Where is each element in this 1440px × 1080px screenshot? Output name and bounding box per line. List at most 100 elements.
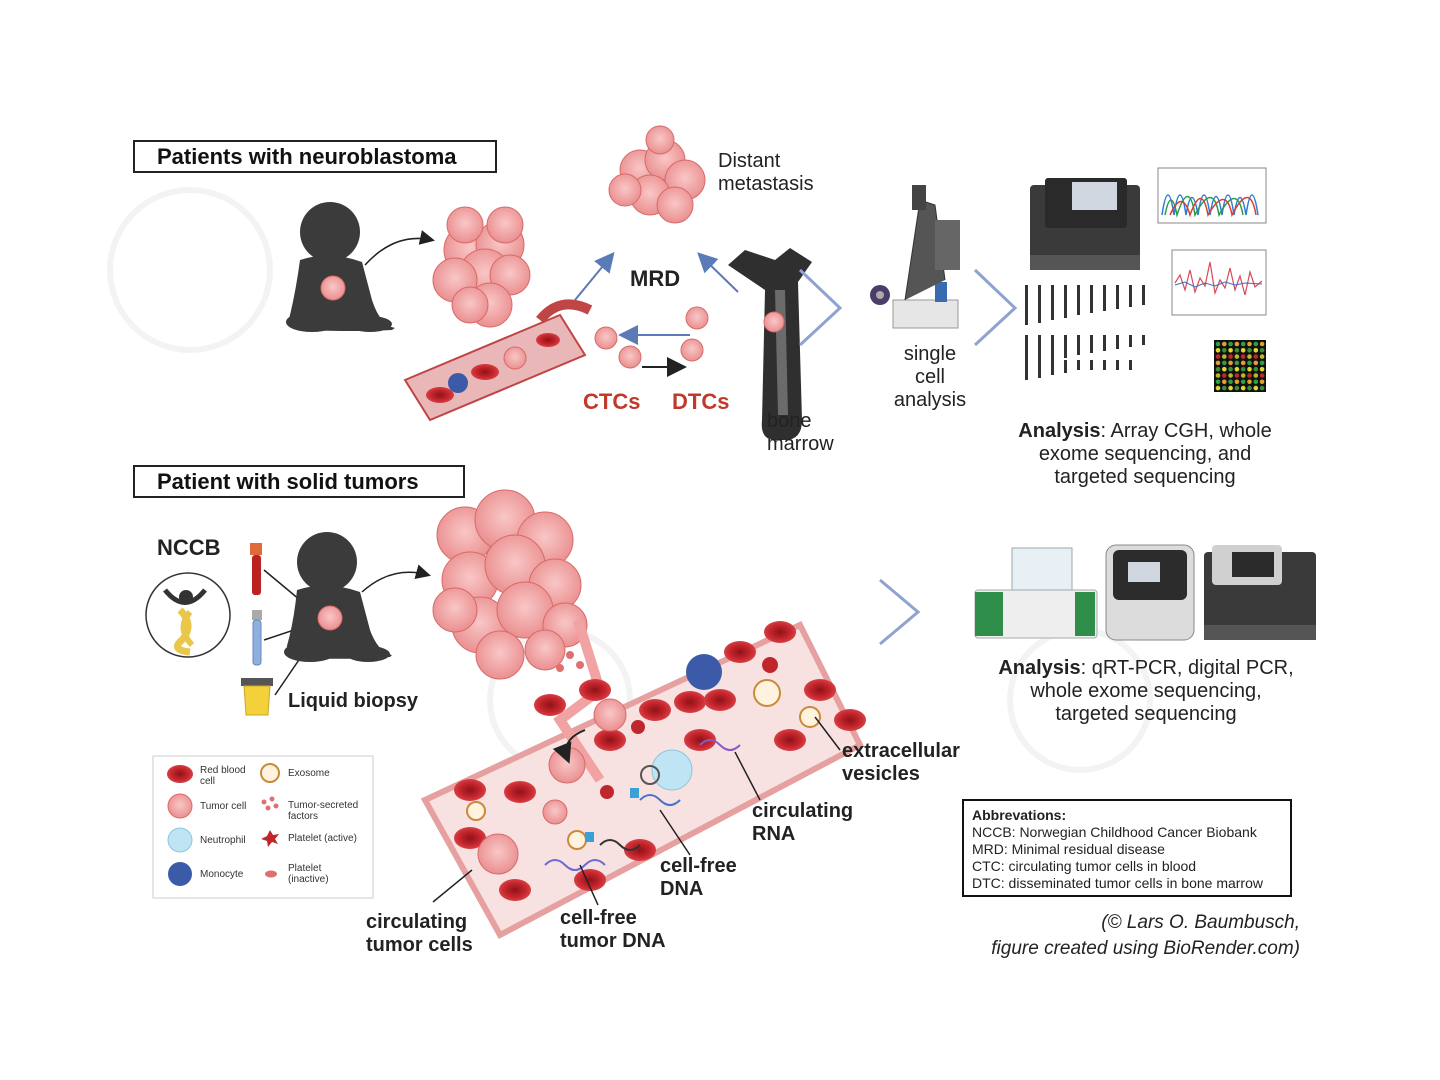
primary-tumor-top xyxy=(432,206,531,328)
heatmap-spot xyxy=(1228,385,1233,391)
label-pointer-lines xyxy=(432,716,841,906)
heatmap-spot xyxy=(1228,379,1233,385)
legend-label-red-blood-cell: Red blood cell xyxy=(200,765,246,787)
label-single-cell-analysis: single cell analysis xyxy=(885,343,975,412)
heatmap-spot xyxy=(1222,373,1227,378)
heatmap-spot xyxy=(1240,360,1246,366)
heatmap-spot xyxy=(1228,341,1233,347)
chromosome-bar xyxy=(1077,360,1080,370)
chromosome-bar xyxy=(1129,285,1132,307)
heatmap-spot xyxy=(1222,354,1227,359)
label-bone-marrow: bone marrow xyxy=(767,410,834,456)
heatmap-spot xyxy=(1240,354,1246,359)
label-circulating-rna: circulating RNA xyxy=(752,800,853,846)
abbreviations-title: Abbrevations: xyxy=(972,807,1067,823)
heatmap-spot xyxy=(1234,348,1240,353)
analysis-top-text: Analysis: Array CGH, whole exome sequenc… xyxy=(1000,420,1290,489)
heatmap-spot xyxy=(1253,379,1259,385)
red-blood-cell-icon xyxy=(167,765,193,783)
red-blood-cell xyxy=(454,827,486,849)
heatmap-spot xyxy=(1222,379,1227,385)
heatmap-spot xyxy=(1259,366,1265,372)
section-title-neuroblastoma: Patients with neuroblastoma xyxy=(133,140,497,174)
label-ctc-line2: tumor cells xyxy=(366,934,473,956)
legend-label-exosome: Exosome xyxy=(288,768,330,779)
chevron-icon-top-2 xyxy=(973,268,1018,347)
chromosome-bar xyxy=(1129,335,1132,347)
analysis-bottom-line3: targeted sequencing xyxy=(1055,703,1237,725)
child-icon-bottom xyxy=(284,532,392,662)
heatmap-spot xyxy=(1259,348,1265,353)
heatmap-spot xyxy=(1259,354,1265,359)
red-blood-cell xyxy=(454,779,486,801)
legend-label-tumor-factors: Tumor-secreted factors xyxy=(288,800,359,822)
child-icon-top xyxy=(286,202,395,332)
chromosome-bar xyxy=(1103,360,1106,370)
heatmap-spot xyxy=(1259,341,1265,347)
chromosome-bar xyxy=(1038,335,1041,363)
chevron-icon-bottom xyxy=(879,578,921,646)
karyotype-icon xyxy=(1025,285,1145,380)
red-blood-cell xyxy=(764,621,796,643)
heatmap-spot xyxy=(1215,360,1221,366)
label-cftdna-line2: tumor DNA xyxy=(560,930,666,952)
chromosome-bar xyxy=(1025,285,1028,325)
red-blood-cell xyxy=(534,694,566,716)
chromosome-bar xyxy=(1129,360,1132,370)
red-blood-cell xyxy=(704,689,736,711)
label-distant-metastasis: Distant metastasis xyxy=(718,150,814,196)
abbreviation-line: MRD: Minimal residual disease xyxy=(972,841,1165,857)
label-single-line3: analysis xyxy=(893,389,967,411)
heatmap-spot xyxy=(1247,379,1252,385)
chromosome-bar xyxy=(1103,335,1106,351)
chromatogram-chart-icon xyxy=(1157,167,1267,224)
label-cell-free-dna: cell-free DNA xyxy=(660,855,737,901)
analysis-bottom-label: Analysis xyxy=(998,657,1081,679)
distant-metastasis-cluster xyxy=(608,125,706,224)
heatmap-spot xyxy=(1259,385,1265,391)
heatmap-spot xyxy=(1215,341,1221,347)
label-dtcs: DTCs xyxy=(672,389,730,414)
heatmap-spot xyxy=(1234,373,1240,378)
legend-label-monocyte: Monocyte xyxy=(200,869,244,880)
chromosome-bar xyxy=(1090,335,1093,353)
heatmap-spot xyxy=(1228,348,1233,353)
heatmap-spot xyxy=(1215,348,1221,353)
neutrophil-icon xyxy=(167,827,193,853)
heatmap-spot xyxy=(1215,366,1221,372)
abbreviation-line: NCCB: Norwegian Childhood Cancer Biobank xyxy=(972,824,1257,840)
monocyte-icon xyxy=(168,862,192,886)
abbreviation-line: DTC: disseminated tumor cells in bone ma… xyxy=(972,875,1263,891)
red-blood-cell xyxy=(684,729,716,751)
tumor-factors-icon xyxy=(261,796,279,811)
red-blood-cell xyxy=(594,729,626,751)
heatmap-spot xyxy=(1247,385,1252,391)
abbreviations-box: Abbrevations: NCCB: Norwegian Childhood … xyxy=(962,799,1292,897)
heatmap-spot xyxy=(1222,360,1227,366)
heatmap-spot xyxy=(1222,366,1227,372)
heatmap-spot xyxy=(1215,385,1221,391)
vessel-contents xyxy=(466,651,821,875)
label-rna-line1: circulating xyxy=(752,800,854,822)
heatmap-spot xyxy=(1240,366,1246,372)
heatmap-spot xyxy=(1253,366,1259,372)
chevron-icon-top-1 xyxy=(798,268,843,347)
sequencer-icon-bottom xyxy=(1204,545,1316,640)
label-mrd: MRD xyxy=(630,266,681,291)
ctc-dtc-cells xyxy=(594,306,709,369)
platelet-inactive-icon xyxy=(265,870,277,878)
analysis-bottom-line1: Analysis: qRT-PCR, digital PCR, xyxy=(996,657,1296,680)
cgh-plot-icon xyxy=(1171,249,1267,316)
heatmap-spot xyxy=(1253,354,1259,359)
section-title-solid-tumors: Patient with solid tumors xyxy=(133,465,465,499)
label-extracellular-vesicles: extracellular vesicles xyxy=(842,740,960,786)
blood-tube-icon xyxy=(250,543,262,595)
arrow-to-metastasis-left xyxy=(574,251,615,301)
label-single-line2: cell xyxy=(914,366,945,388)
heatmap-spot xyxy=(1259,373,1265,378)
chromosome-bar xyxy=(1090,360,1093,370)
heatmap-spot xyxy=(1247,366,1252,372)
heatmap-spot xyxy=(1240,341,1246,347)
credit-line2: figure created using BioRender.com) xyxy=(991,938,1300,959)
label-ctcs: CTCs xyxy=(583,389,641,414)
